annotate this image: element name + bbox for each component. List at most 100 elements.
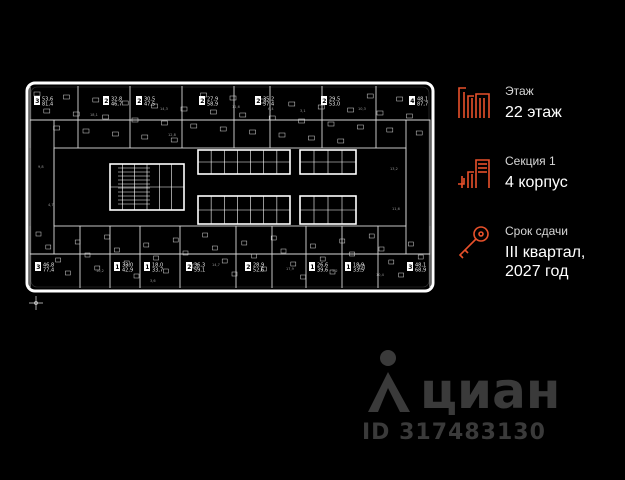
deadline-info: Срок сдачи III квартал, 2027 год bbox=[456, 224, 585, 281]
apartment-price: 47,5 bbox=[144, 102, 155, 108]
apartment-area: 28,9 bbox=[253, 263, 264, 269]
apartment-area: 46,8 bbox=[43, 263, 54, 269]
core-block bbox=[197, 149, 291, 175]
deadline-year: 2027 год bbox=[505, 263, 569, 280]
apartment-area: 18,9 bbox=[353, 263, 364, 269]
building-floor-icon bbox=[458, 87, 490, 118]
apartment-price: 87,7 bbox=[417, 102, 428, 108]
apartment-rooms: 4 bbox=[410, 98, 414, 105]
apartment-price: 42,9 bbox=[122, 268, 133, 274]
apartment-rooms: 2 bbox=[200, 98, 204, 105]
section-value: 4 корпус bbox=[505, 174, 568, 191]
floor-value: 22 этаж bbox=[505, 104, 562, 121]
apartment-rooms: 3 bbox=[408, 264, 412, 271]
cian-logo-watermark bbox=[368, 350, 410, 412]
room-size-label: 12,8 bbox=[168, 133, 176, 137]
floor-label: Этаж bbox=[505, 84, 534, 98]
room-size-label: 18,1 bbox=[90, 113, 98, 117]
building-outline bbox=[25, 81, 435, 293]
apartment-rooms: 2 bbox=[187, 264, 191, 271]
apartment-area: 48,1 bbox=[417, 97, 428, 103]
apartment-price: 58,9 bbox=[207, 102, 218, 108]
apartment-area: 26,6 bbox=[317, 263, 328, 269]
apartment-rooms: 2 bbox=[137, 98, 141, 105]
room-size-label: 14,3 bbox=[160, 107, 168, 111]
apartment-rooms: 1 bbox=[310, 264, 314, 271]
apartment-rooms: 2 bbox=[322, 98, 326, 105]
room-size-label: 6,4 bbox=[268, 107, 274, 111]
apartment-area: 53,6 bbox=[42, 97, 53, 103]
apartment-price: 81,4 bbox=[42, 102, 53, 108]
room-size-label: 17,9 bbox=[286, 267, 294, 271]
apartment-rooms: 2 bbox=[104, 98, 108, 105]
room-size-label: 13,2 bbox=[390, 167, 398, 171]
apartment-price: 53,0 bbox=[329, 102, 340, 108]
watermark-id: ID 317483130 bbox=[362, 420, 546, 445]
room-size-label: 3,6 bbox=[150, 279, 156, 283]
room-size-label: 10,3 bbox=[358, 107, 366, 111]
apartment-area: 30,5 bbox=[144, 97, 155, 103]
apartment-price: 46,7 bbox=[111, 102, 122, 108]
deadline-quarter: III квартал, bbox=[505, 244, 586, 261]
apartment-price: 57,4 bbox=[263, 102, 274, 108]
apartment-area: 29,5 bbox=[329, 97, 340, 103]
apartment-area: 36,3 bbox=[194, 263, 205, 269]
section-info: Секция 1 4 корпус bbox=[456, 154, 568, 192]
core-block bbox=[109, 163, 185, 211]
deadline-value: III квартал, 2027 год bbox=[505, 243, 585, 281]
apartment-price: 33,5 bbox=[353, 268, 364, 274]
section-label: Секция 1 bbox=[505, 154, 556, 168]
apartment-area: 35,2 bbox=[263, 97, 274, 103]
apartment-area: 33,0 bbox=[122, 263, 133, 269]
room-size-label: 14,7 bbox=[212, 263, 220, 267]
apartment-price: 77,4 bbox=[43, 268, 54, 274]
apartment-price: 59,1 bbox=[194, 268, 205, 274]
room-size-label: 10,4 bbox=[376, 273, 385, 277]
room-size-label: 4,7 bbox=[48, 203, 54, 207]
apartment-rooms: 2 bbox=[246, 264, 250, 271]
key-icon bbox=[458, 226, 489, 259]
apartment-rooms: 2 bbox=[256, 98, 260, 105]
room-size-label: 5,2 bbox=[332, 269, 338, 273]
apartment-area: 27,9 bbox=[207, 97, 218, 103]
apartment-price: 39,6 bbox=[317, 268, 328, 274]
apartment-rooms: 1 bbox=[145, 264, 149, 271]
apartment-rooms: 1 bbox=[115, 264, 119, 271]
core-block bbox=[197, 195, 291, 225]
apartment-area: 48,1 bbox=[415, 263, 426, 269]
apartment-price: 52,6 bbox=[253, 268, 264, 274]
apartment-price: 33,7 bbox=[152, 268, 163, 274]
apartment-area: 32,8 bbox=[111, 97, 122, 103]
room-size-label: 11,6 bbox=[392, 207, 400, 211]
apartment-rooms: 3 bbox=[35, 98, 39, 105]
room-size-label: 3,1 bbox=[300, 109, 306, 113]
apartment-price: 68,9 bbox=[415, 268, 426, 274]
core-block bbox=[299, 195, 357, 225]
deadline-label: Срок сдачи bbox=[505, 224, 568, 238]
room-size-label: 9,8 bbox=[38, 165, 44, 169]
apartment-area: 18,0 bbox=[152, 263, 163, 269]
room-size-label: 10,2 bbox=[96, 269, 104, 273]
compass-icon bbox=[29, 296, 43, 310]
floor-info: Этаж 22 этаж bbox=[456, 84, 562, 122]
apartment-rooms: 1 bbox=[346, 264, 350, 271]
room-size-label: 11,6 bbox=[232, 105, 240, 109]
apartment-rooms: 3 bbox=[36, 264, 40, 271]
watermark-brand: циан bbox=[420, 362, 561, 420]
